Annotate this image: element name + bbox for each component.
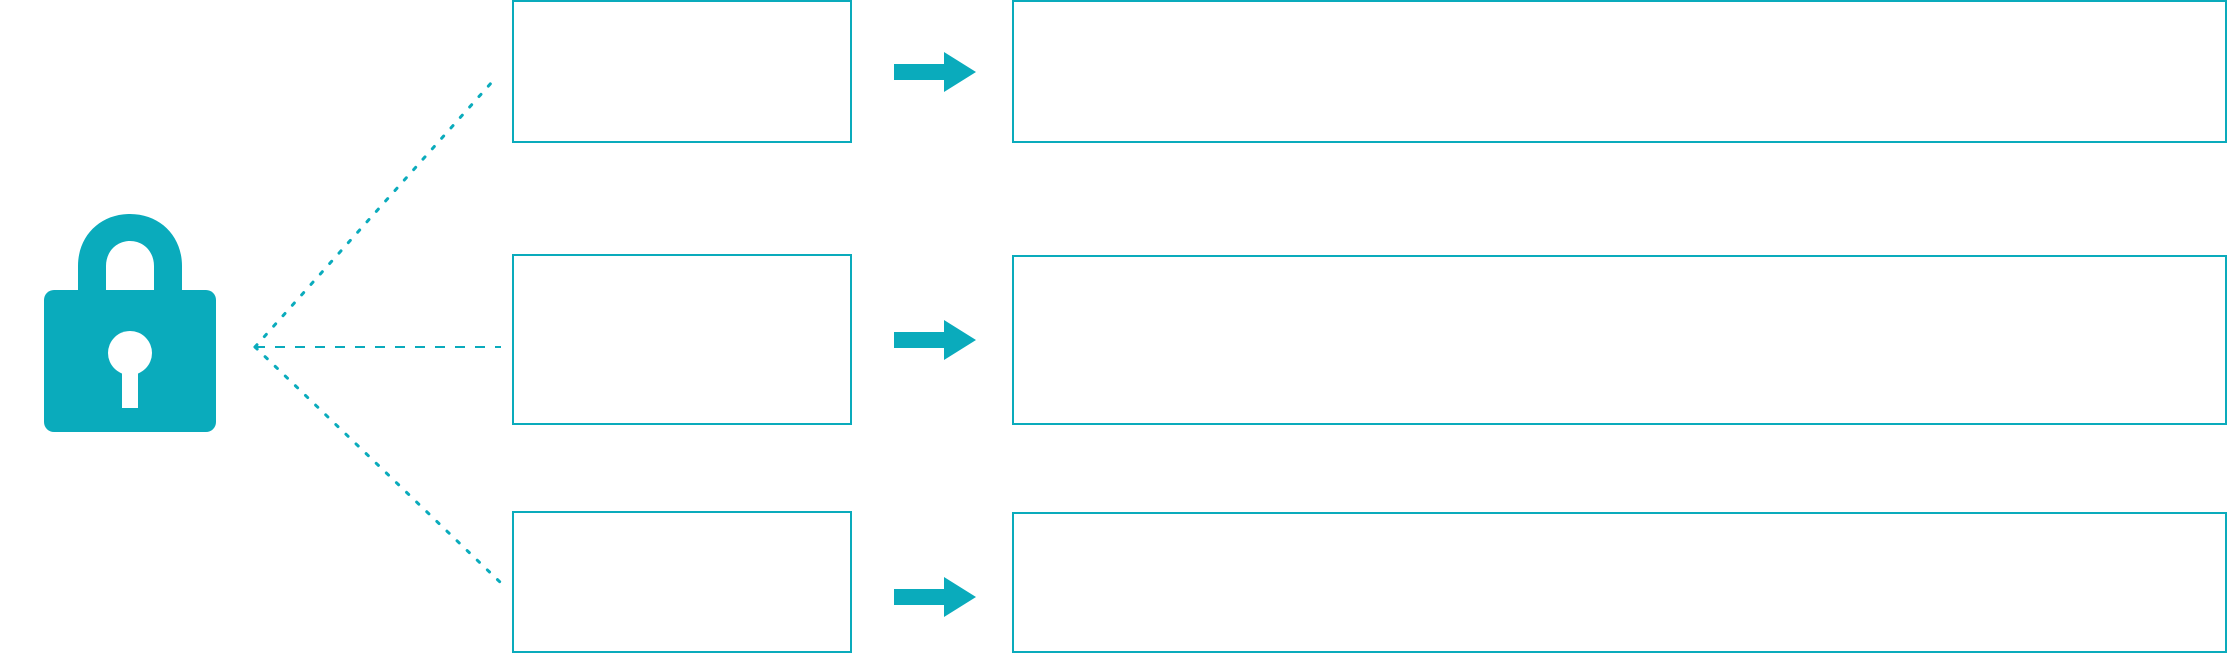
stage-box-row-2[interactable] (512, 254, 852, 425)
arrow-right-icon-row-3 (894, 576, 976, 618)
connector-line-row-1 (253, 80, 494, 349)
arrow-right-icon-row-2 (894, 319, 976, 361)
stage-box-row-1[interactable] (512, 0, 852, 143)
arrow-right-icon-row-1 (894, 51, 976, 93)
detail-box-row-3[interactable] (1012, 512, 2227, 653)
detail-box-row-1[interactable] (1012, 0, 2227, 143)
lock-icon (40, 210, 220, 440)
detail-box-row-2[interactable] (1012, 255, 2227, 425)
stage-box-row-3[interactable] (512, 511, 852, 653)
connector-line-row-3 (253, 345, 503, 585)
